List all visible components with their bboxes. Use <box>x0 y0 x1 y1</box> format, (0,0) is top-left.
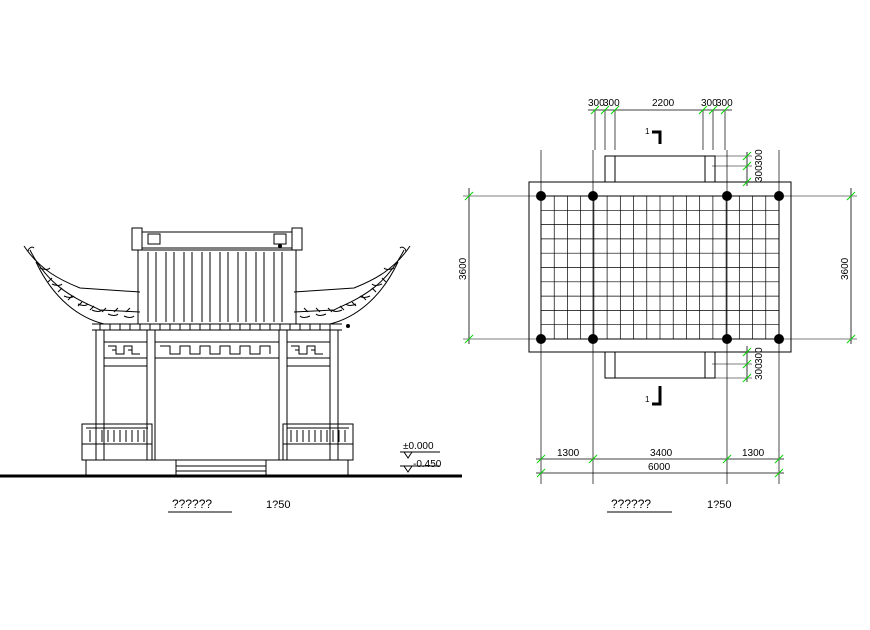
section-marker-bottom: 1 <box>645 386 662 406</box>
plan-scale: 1?50 <box>707 499 731 511</box>
svg-text:300: 300 <box>754 347 765 364</box>
level-zero: ±0.000 <box>403 441 434 452</box>
elevation-title: ?????? <box>172 497 212 511</box>
section-marker-top: 1 <box>645 127 662 144</box>
elevation-scale: 1?50 <box>266 499 290 511</box>
svg-text:300: 300 <box>754 363 765 380</box>
svg-text:300: 300 <box>754 165 765 182</box>
steps-top <box>604 155 716 183</box>
roof-right <box>293 245 411 328</box>
svg-text:300: 300 <box>754 149 765 166</box>
level-markers: ±0.000 -0.450 <box>400 441 442 473</box>
plan-title: ?????? <box>611 497 651 511</box>
svg-text:1: 1 <box>645 395 650 404</box>
dim-top-4: 300 <box>701 98 718 109</box>
dim-side-top: 300 300 <box>712 149 765 187</box>
dim-bottom-3: 1300 <box>742 448 765 459</box>
dim-top-1: 300 <box>588 98 605 109</box>
dim-side-bottom: 300 300 <box>712 346 765 383</box>
railing <box>81 423 354 461</box>
eave-band <box>92 323 342 331</box>
dim-top: 300 300 2200 300 300 <box>588 98 733 115</box>
dim-top-5: 300 <box>716 98 733 109</box>
dim-right: 3600 <box>779 188 857 344</box>
platform <box>85 459 349 476</box>
steps-bottom <box>604 351 716 379</box>
roof-center <box>131 227 303 325</box>
dim-left: 3600 <box>458 188 541 344</box>
svg-text:3600: 3600 <box>458 257 469 280</box>
plan-caption: ?????? 1?50 <box>607 497 731 513</box>
pavilion-elevation <box>0 227 462 478</box>
floor-grid <box>541 196 779 339</box>
elevation-caption: ?????? 1?50 <box>168 497 290 513</box>
svg-text:3600: 3600 <box>840 257 851 280</box>
dim-top-3: 2200 <box>652 98 675 109</box>
dim-bottom-1: 1300 <box>557 448 580 459</box>
lattice-frieze <box>103 341 331 367</box>
svg-text:1: 1 <box>645 127 650 136</box>
roof-left <box>23 245 141 325</box>
dim-top-2: 300 <box>603 98 620 109</box>
dim-bottom: 1300 3400 1300 6000 <box>536 448 784 478</box>
level-minus: -0.450 <box>413 459 442 470</box>
dim-total: 6000 <box>648 462 671 473</box>
pavilion-plan: 1 1 <box>528 110 792 484</box>
dim-bottom-2: 3400 <box>650 448 673 459</box>
